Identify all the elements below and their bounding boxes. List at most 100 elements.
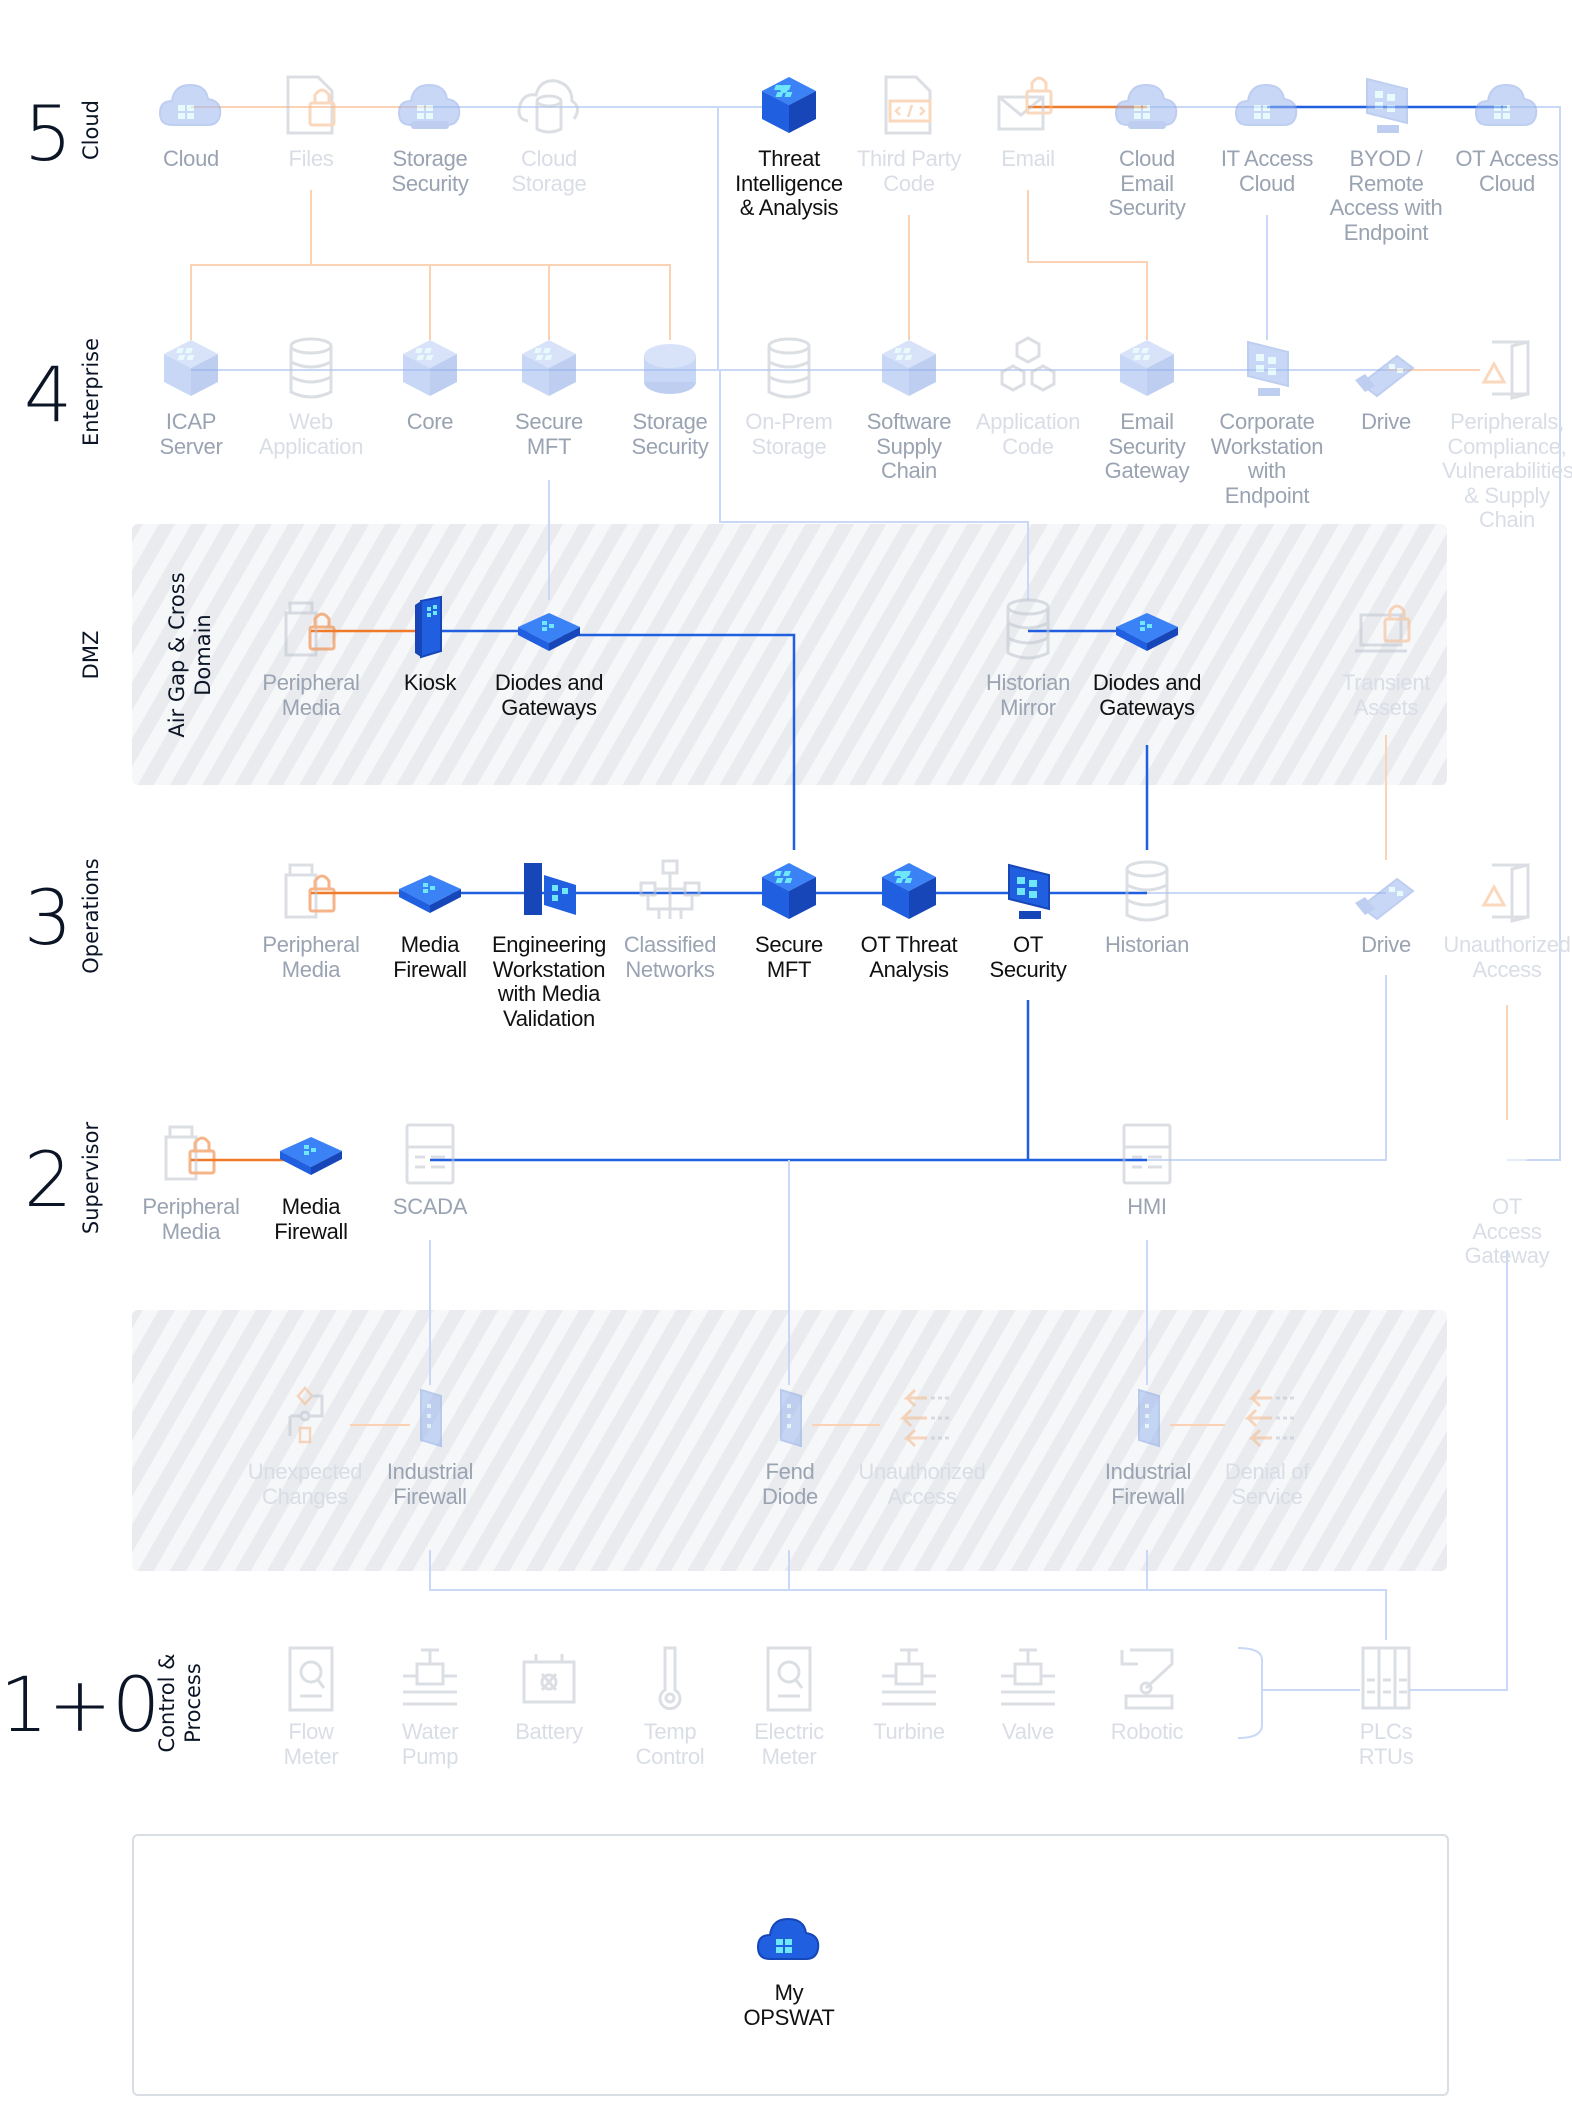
server-cube-icon [156, 334, 226, 404]
thermometer-icon [635, 1644, 705, 1714]
pump-icon [395, 1644, 465, 1714]
node-core[interactable]: Core [365, 334, 495, 435]
node-my-opswat[interactable]: My OPSWAT [724, 1905, 854, 2030]
node-cloud[interactable]: Cloud [126, 71, 256, 172]
node-storage-security[interactable]: Storage Security [605, 334, 735, 459]
node-files[interactable]: Files [246, 71, 376, 172]
network-icon [635, 857, 705, 927]
connector-line [1507, 106, 1561, 1161]
node-industrial-firewall[interactable]: Industrial Firewall [365, 1384, 495, 1509]
pump-icon [874, 1644, 944, 1714]
node-electric-meter[interactable]: Electric Meter [724, 1644, 854, 1769]
monitor-icon [1232, 334, 1302, 404]
node-application-code[interactable]: Application Code [963, 334, 1093, 459]
node-robotic[interactable]: Robotic [1082, 1644, 1212, 1745]
node-drive[interactable]: Drive [1321, 334, 1451, 435]
layer-1-0-number: 1+0 [0, 1660, 161, 1749]
battery-icon [514, 1644, 584, 1714]
workstation-icon [514, 857, 584, 927]
layer-2-number: 2 [23, 1135, 73, 1224]
connector-line [429, 1160, 1148, 1385]
node-flow-meter[interactable]: Flow Meter [246, 1644, 376, 1769]
node-storage-security[interactable]: Storage Security [365, 71, 495, 196]
gateway-icon [1112, 595, 1182, 665]
node-label: Unauthorized Access [1443, 932, 1571, 982]
node-plcs-rtus[interactable]: PLCs RTUs [1321, 1644, 1451, 1769]
node-classified-networks[interactable]: Classified Networks [605, 857, 735, 982]
node-hmi[interactable]: HMI [1082, 1119, 1212, 1220]
threat-intel-icon [874, 857, 944, 927]
scada-icon [395, 1119, 465, 1189]
connector-line [719, 370, 1029, 600]
node-icap-server[interactable]: ICAP Server [126, 334, 256, 459]
node-on-prem-storage[interactable]: On-Prem Storage [724, 334, 854, 459]
node-third-party-code[interactable]: Third Party Code [844, 71, 974, 196]
node-secure-mft[interactable]: Secure MFT [724, 857, 854, 982]
node-label: My OPSWAT [743, 1980, 835, 2030]
node-peripheral-media[interactable]: Peripheral Media [126, 1119, 256, 1244]
node-unauthorized-access[interactable]: Unauthorized Access [857, 1384, 987, 1509]
gateway-icon [514, 595, 584, 665]
node-label: Media Firewall [393, 932, 467, 982]
node-turbine[interactable]: Turbine [844, 1644, 974, 1745]
node-temp-control[interactable]: Temp Control [605, 1644, 735, 1769]
node-kiosk[interactable]: Kiosk [365, 595, 495, 696]
node-historian[interactable]: Historian [1082, 857, 1212, 958]
node-transient-assets[interactable]: Transient Assets [1321, 595, 1451, 720]
node-secure-mft[interactable]: Secure MFT [484, 334, 614, 459]
node-threat-intelligence-analysis[interactable]: Threat Intelligence & Analysis [724, 71, 854, 221]
layer-3-number: 3 [23, 873, 73, 962]
node-diodes-and-gateways[interactable]: Diodes and Gateways [484, 595, 614, 720]
firewall-icon [395, 857, 465, 927]
node-peripherals-compliance-vulnerabilities-supply-chain[interactable]: Peripherals, Compliance, Vulnerabilities… [1442, 334, 1572, 533]
node-ot-security[interactable]: OT Security [963, 857, 1093, 982]
node-media-firewall[interactable]: Media Firewall [365, 857, 495, 982]
node-byod-remote-access-with-endpoint[interactable]: BYOD / Remote Access with Endpoint [1321, 71, 1451, 245]
node-industrial-firewall[interactable]: Industrial Firewall [1083, 1384, 1213, 1509]
node-unexpected-changes[interactable]: Unexpected Changes [240, 1384, 370, 1509]
my-opswat-panel [132, 1834, 1449, 2096]
connector-line [1027, 190, 1148, 340]
firewall-icon [276, 1119, 346, 1189]
node-peripheral-media[interactable]: Peripheral Media [246, 595, 376, 720]
node-denial-of-service[interactable]: Denial of Service [1202, 1384, 1332, 1509]
node-scada[interactable]: SCADA [365, 1119, 495, 1220]
node-label: Peripheral Media [142, 1194, 240, 1244]
node-ot-access-cloud[interactable]: OT Access Cloud [1442, 71, 1572, 196]
node-unauthorized-access[interactable]: Unauthorized Access [1442, 857, 1572, 982]
node-ot-threat-analysis[interactable]: OT Threat Analysis [844, 857, 974, 982]
layer-4-label: Enterprise [79, 337, 103, 447]
node-drive[interactable]: Drive [1321, 857, 1451, 958]
database-icon [993, 595, 1063, 665]
node-battery[interactable]: Battery [484, 1644, 614, 1745]
node-label: On-Prem Storage [745, 409, 833, 459]
node-ot-access-gateway[interactable]: OT Access Gateway [1442, 1119, 1572, 1269]
node-peripheral-media[interactable]: Peripheral Media [246, 857, 376, 982]
node-media-firewall[interactable]: Media Firewall [246, 1119, 376, 1244]
node-fend-diode[interactable]: Fend Diode [725, 1384, 855, 1509]
node-software-supply-chain[interactable]: Software Supply Chain [844, 334, 974, 484]
node-water-pump[interactable]: Water Pump [365, 1644, 495, 1769]
node-it-access-cloud[interactable]: IT Access Cloud [1202, 71, 1332, 196]
node-web-application[interactable]: Web Application [246, 334, 376, 459]
node-label: Classified Networks [623, 932, 717, 982]
node-cloud-email-security[interactable]: Cloud Email Security [1082, 71, 1212, 221]
node-cloud-storage[interactable]: Cloud Storage [484, 71, 614, 196]
node-historian-mirror[interactable]: Historian Mirror [963, 595, 1093, 720]
node-label: Storage Security [391, 146, 469, 196]
cube-icon [754, 857, 824, 927]
node-corporate-workstation-with-endpoint[interactable]: Corporate Workstation with Endpoint [1202, 334, 1332, 508]
cloud-database-icon [514, 71, 584, 141]
connector-line [1237, 1647, 1360, 1739]
tower-icon [395, 1384, 465, 1454]
node-label: Peripheral Media [262, 670, 360, 720]
node-valve[interactable]: Valve [963, 1644, 1093, 1745]
node-label: Engineering Workstation with Media Valid… [491, 932, 607, 1031]
node-label: OT Security [989, 932, 1067, 982]
node-email-security-gateway[interactable]: Email Security Gateway [1082, 334, 1212, 484]
warning-door-icon [1472, 857, 1542, 927]
pump-icon [993, 1644, 1063, 1714]
node-engineering-workstation-with-media-validation[interactable]: Engineering Workstation with Media Valid… [484, 857, 614, 1031]
node-diodes-and-gateways[interactable]: Diodes and Gateways [1082, 595, 1212, 720]
node-email[interactable]: Email [963, 71, 1093, 172]
